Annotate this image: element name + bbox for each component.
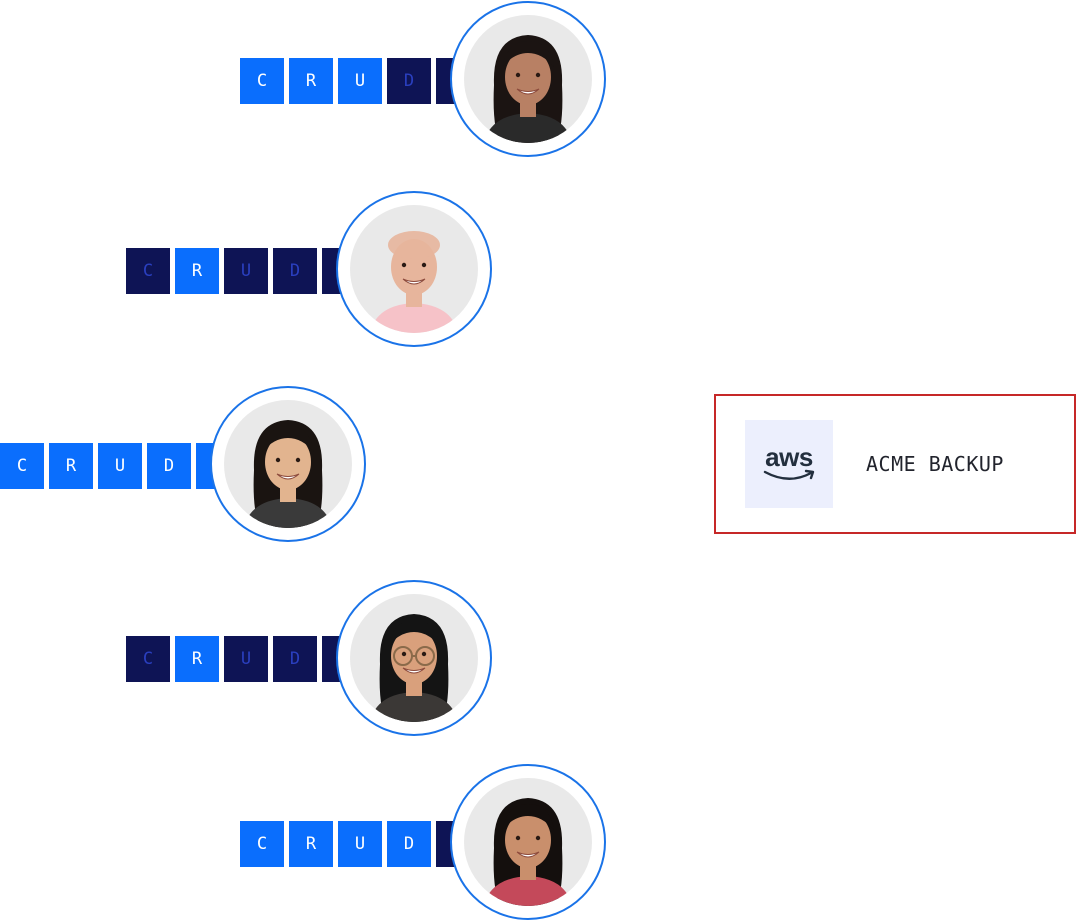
permission-u-denied[interactable]: U [224, 248, 268, 294]
permission-d-denied[interactable]: D [273, 248, 317, 294]
permission-u-denied[interactable]: U [224, 636, 268, 682]
permission-c-granted[interactable]: C [0, 443, 44, 489]
avatar-ring[interactable] [210, 386, 366, 542]
permission-d-granted[interactable]: D [387, 821, 431, 867]
user-row: CRUDS [0, 0, 1076, 736]
permission-r-granted[interactable]: R [175, 636, 219, 682]
aws-logo-text: aws [765, 442, 813, 472]
avatar-ring[interactable] [450, 1, 606, 157]
avatar [350, 205, 478, 333]
permission-u-granted[interactable]: U [338, 58, 382, 104]
avatar [464, 15, 592, 143]
user-row: CRUDS [0, 0, 1076, 542]
user-row: CRUDS [0, 0, 1076, 347]
avatar [350, 594, 478, 722]
aws-smile-icon [763, 469, 815, 480]
permission-r-granted[interactable]: R [49, 443, 93, 489]
permission-d-denied[interactable]: D [273, 636, 317, 682]
permission-r-granted[interactable]: R [289, 58, 333, 104]
permission-u-granted[interactable]: U [98, 443, 142, 489]
permission-strip: CRUDS [126, 636, 366, 682]
user-row: CRUDS [0, 0, 1076, 160]
permission-strip: CRUDS [0, 443, 240, 489]
permission-strip: CRUDS [240, 58, 480, 104]
aws-logo-icon: aws [745, 420, 833, 508]
permission-c-granted[interactable]: C [240, 821, 284, 867]
permission-r-granted[interactable]: R [289, 821, 333, 867]
avatar-ring[interactable] [336, 191, 492, 347]
resource-card[interactable]: aws ACME BACKUP [714, 394, 1076, 534]
permission-d-denied[interactable]: D [387, 58, 431, 104]
avatar-ring[interactable] [336, 580, 492, 736]
permission-u-granted[interactable]: U [338, 821, 382, 867]
permission-c-denied[interactable]: C [126, 248, 170, 294]
permission-strip: CRUDS [240, 821, 480, 867]
permission-r-granted[interactable]: R [175, 248, 219, 294]
permission-strip: CRUDS [126, 248, 366, 294]
permission-c-denied[interactable]: C [126, 636, 170, 682]
avatar [224, 400, 352, 528]
avatar [464, 778, 592, 906]
resource-name: ACME BACKUP [866, 452, 1004, 476]
permission-c-granted[interactable]: C [240, 58, 284, 104]
permission-d-granted[interactable]: D [147, 443, 191, 489]
avatar-ring[interactable] [450, 764, 606, 920]
